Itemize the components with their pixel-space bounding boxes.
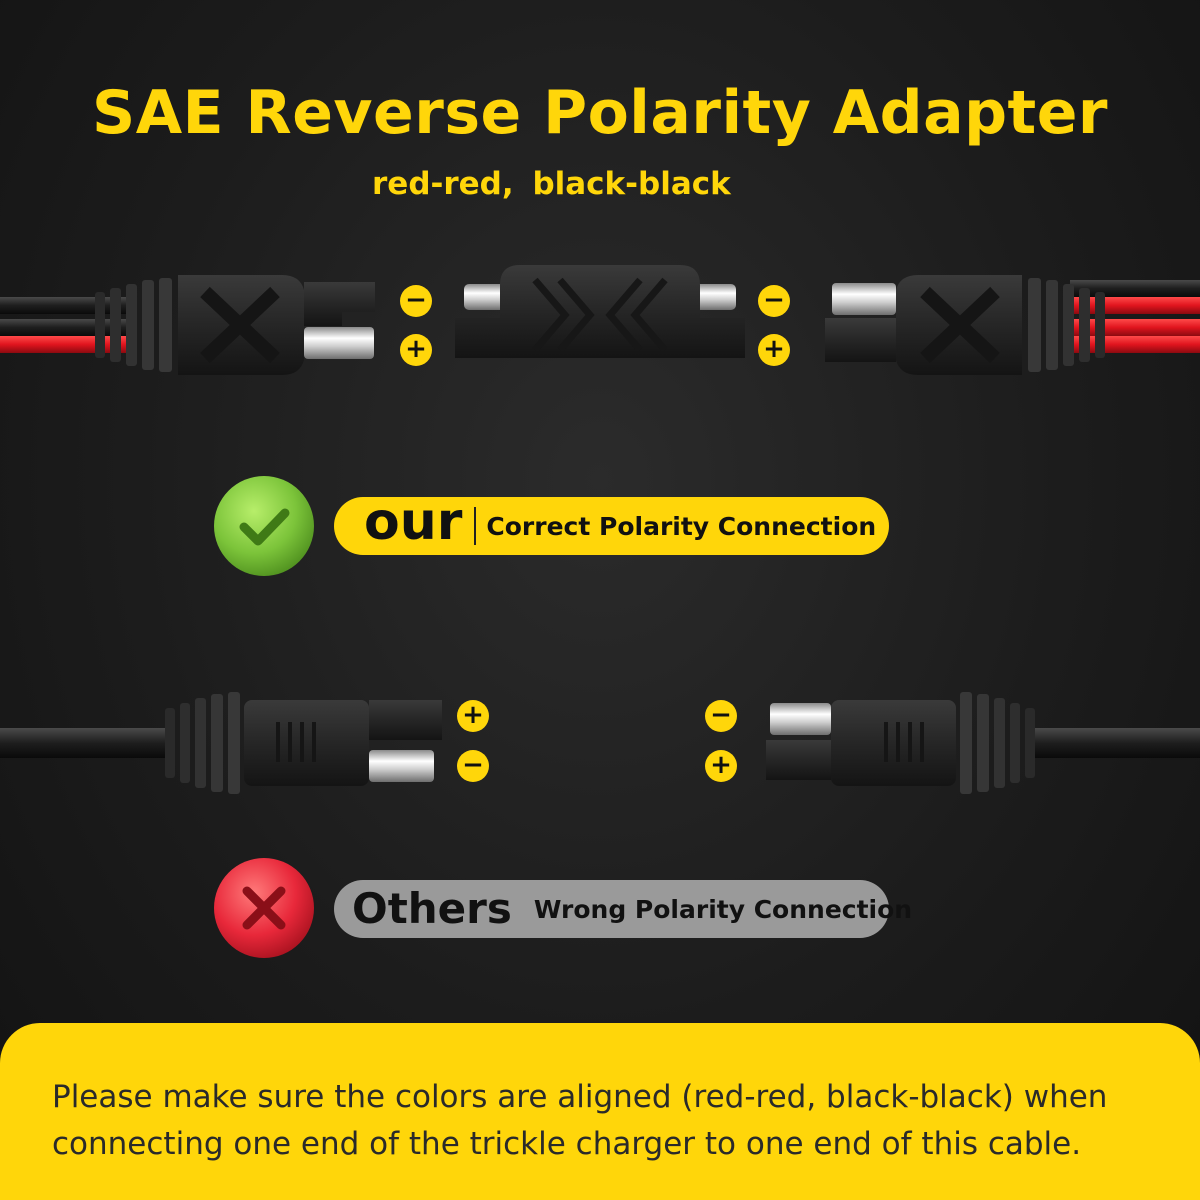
correct-description: Correct Polarity Connection — [486, 511, 877, 541]
top-right-plus-sign: + — [758, 334, 790, 366]
wrong-label-pill: Others Wrong Polarity Connection — [334, 880, 912, 938]
pill-divider — [474, 507, 477, 545]
note-banner — [0, 1023, 1200, 1200]
top-left-minus-sign: − — [400, 285, 432, 317]
page-subtitle: red-red, black-black — [372, 166, 731, 202]
correct-brand-label: our — [364, 492, 463, 552]
wrong-badge — [214, 858, 314, 958]
wrong-left-plug — [0, 692, 442, 794]
top-left-plus-sign: + — [400, 334, 432, 366]
wrong-right-minus-sign: − — [705, 700, 737, 732]
note-line-2: connecting one end of the trickle charge… — [52, 1126, 1082, 1162]
wrong-description: Wrong Polarity Connection — [533, 894, 913, 924]
correct-label-pill: our Correct Polarity Connection — [334, 492, 889, 555]
page-title: SAE Reverse Polarity Adapter — [92, 78, 1108, 148]
right-sae-plug — [825, 275, 1200, 375]
top-right-minus-sign: − — [758, 285, 790, 317]
wrong-right-plus-sign: + — [705, 750, 737, 782]
correct-badge — [214, 476, 314, 576]
note-text: Please make sure the colors are aligned … — [52, 1074, 1162, 1168]
wrong-left-plus-sign: + — [457, 700, 489, 732]
wrong-right-plug — [766, 692, 1200, 794]
wrong-left-minus-sign: − — [457, 750, 489, 782]
left-sae-plug — [0, 275, 375, 375]
wrong-brand-label: Others — [352, 884, 512, 933]
note-line-1: Please make sure the colors are aligned … — [52, 1079, 1108, 1115]
polarity-adapter — [455, 265, 745, 358]
